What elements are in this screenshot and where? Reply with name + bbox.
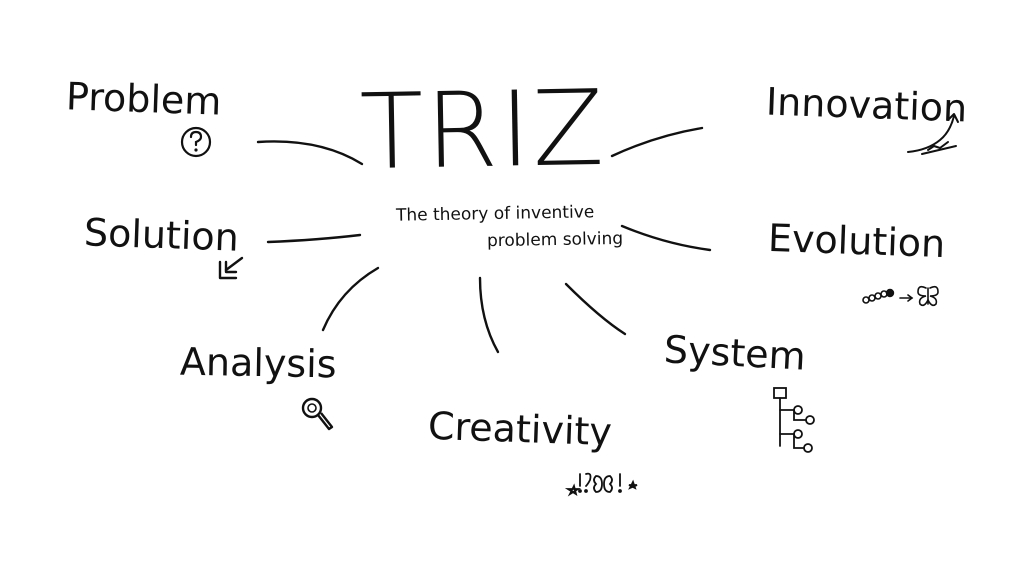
connector-innovation xyxy=(610,126,704,158)
connector-analysis xyxy=(321,266,380,332)
node-creativity: Creativity xyxy=(427,403,613,455)
center-subtitle-line2: problem solving xyxy=(486,228,624,252)
sparkle-ideas-icon xyxy=(564,472,638,497)
center-subtitle-line1: The theory of inventive xyxy=(395,202,595,226)
magnifying-glass-icon xyxy=(301,397,334,431)
node-problem: Problem xyxy=(65,74,223,124)
node-evolution: Evolution xyxy=(767,215,946,267)
connector-solution xyxy=(266,233,362,244)
connector-evolution xyxy=(620,224,712,252)
node-analysis: Analysis xyxy=(179,339,337,387)
connector-system xyxy=(564,282,627,336)
question-mark-icon xyxy=(180,126,212,158)
node-system: System xyxy=(662,327,807,379)
connector-problem xyxy=(256,140,364,166)
connector-creativity xyxy=(478,276,500,354)
checkbox-arrow-icon xyxy=(218,256,244,280)
center-title: TRIZ xyxy=(358,66,607,194)
caterpillar-to-butterfly-icon xyxy=(862,285,939,307)
node-solution: Solution xyxy=(83,210,240,260)
rising-arrow-icon xyxy=(907,113,959,155)
tree-hierarchy-icon xyxy=(773,387,815,453)
